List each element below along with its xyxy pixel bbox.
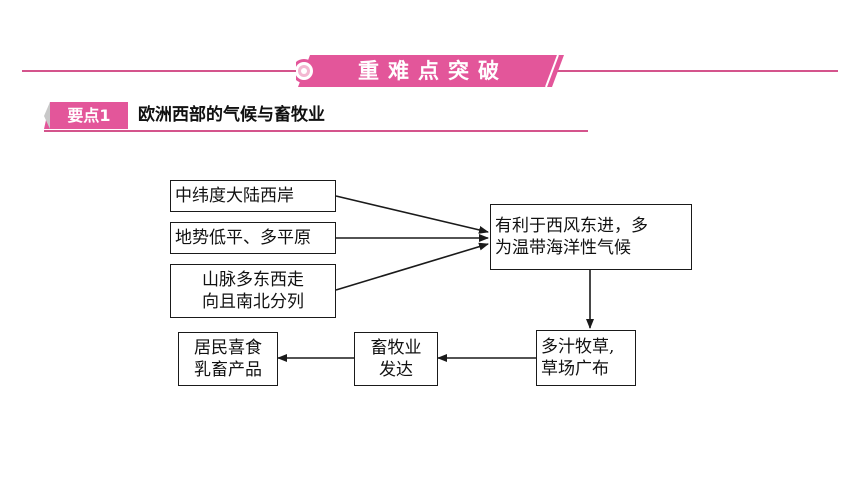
husbandry-line-1: 畜牧业: [370, 338, 422, 358]
diet-line-1: 居民喜食: [194, 338, 262, 358]
header-rule-right: [556, 70, 838, 72]
section-underline: [44, 130, 588, 132]
header-rule-left: [22, 70, 304, 72]
grass-line-2: 草场广布: [541, 359, 609, 379]
arrow-mountains-to-climate: [335, 242, 489, 291]
climate-box: 有利于西风东进，多 为温带海洋性气候: [490, 204, 692, 270]
diet-box: 居民喜食 乳畜产品: [178, 332, 278, 386]
factor-box-mountains: 山脉多东西走 向且南北分列: [170, 264, 336, 318]
climate-line-2: 为温带海洋性气候: [495, 238, 631, 258]
header-title: 重难点突破: [358, 59, 508, 83]
section-title: 欧洲西部的气候与畜牧业: [138, 105, 325, 125]
factor-mountains-line-1: 山脉多东西走: [202, 270, 304, 290]
header-banner: [296, 55, 564, 87]
grass-box: 多汁牧草, 草场广布: [536, 330, 636, 386]
factor-latitude-line-1: 中纬度大陆西岸: [175, 186, 294, 206]
climate-line-1: 有利于西风东进，多: [495, 216, 648, 236]
husbandry-line-2: 发达: [379, 360, 413, 380]
factor-box-terrain: 地势低平、多平原: [170, 222, 336, 254]
husbandry-box: 畜牧业 发达: [354, 332, 438, 386]
section-tag: 要点1: [67, 106, 111, 125]
factor-mountains-line-2: 向且南北分列: [202, 292, 304, 312]
grass-line-1: 多汁牧草,: [541, 337, 615, 357]
arrow-latitude-to-climate: [335, 195, 489, 234]
factor-terrain-line-1: 地势低平、多平原: [175, 228, 311, 248]
section-tag-shape: [44, 102, 128, 129]
diet-line-2: 乳畜产品: [194, 360, 262, 380]
factor-box-latitude: 中纬度大陆西岸: [170, 180, 336, 212]
